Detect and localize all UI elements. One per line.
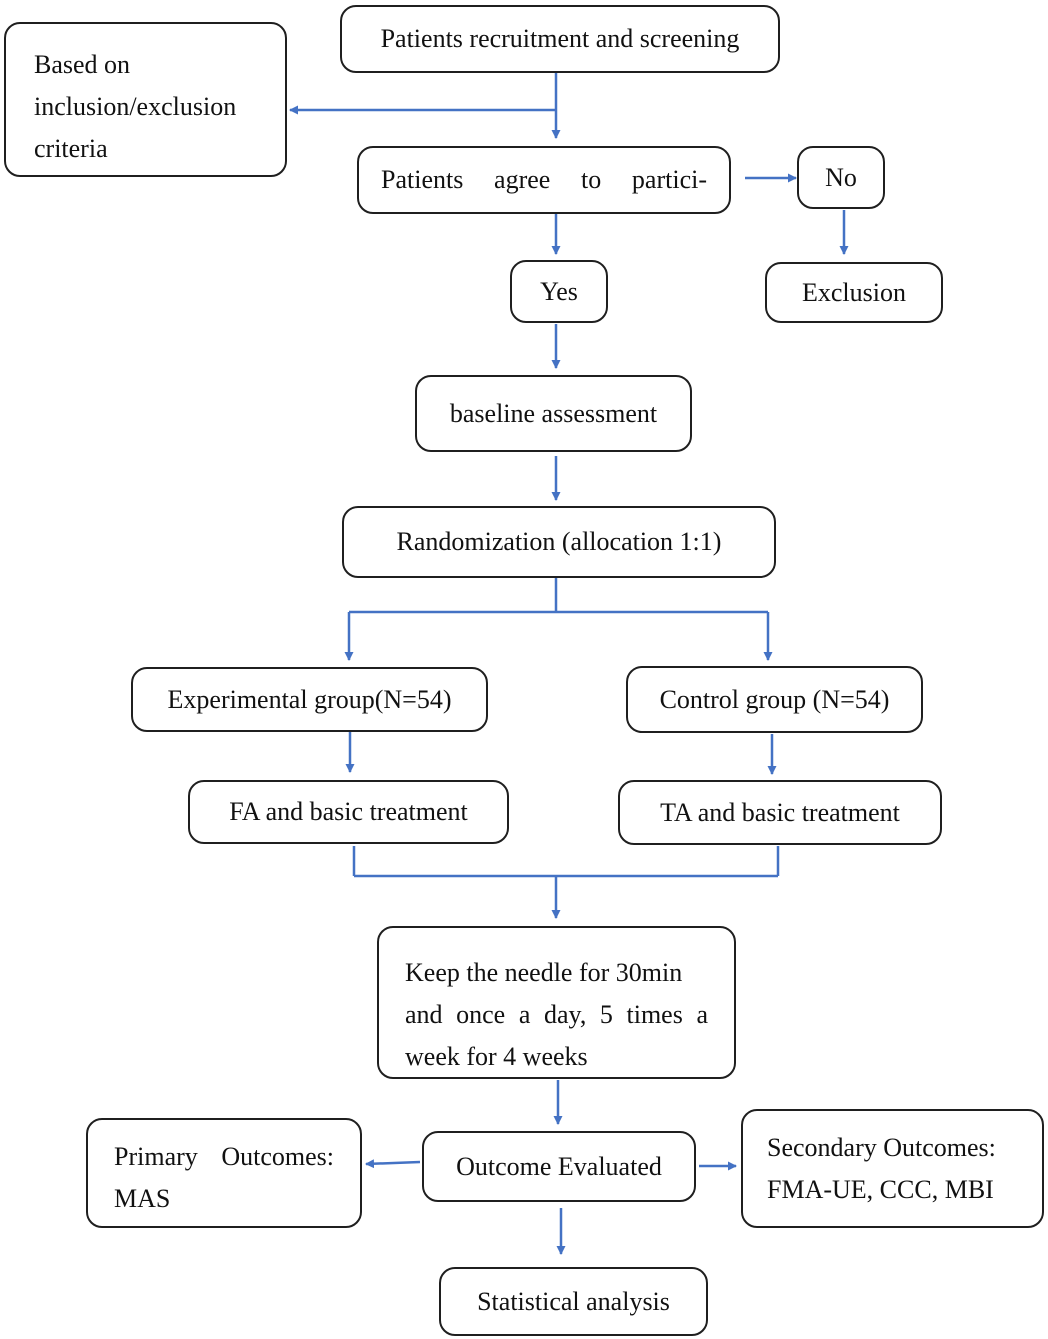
statistical-text: Statistical analysis [477,1286,670,1316]
agree-word-4: partici- [631,165,707,194]
no-text: No [825,162,857,192]
statistical-box: Statistical analysis [439,1267,708,1336]
secondary-line-1: Secondary Outcomes: [767,1133,996,1162]
needle-line-3: week for 4 weeks [405,1042,588,1071]
fa-box: FA and basic treatment [188,780,509,844]
needle-line-1: Keep the needle for 30min [405,958,683,987]
criteria-line-1: Based on [34,50,131,79]
recruitment-box: Patients recruitment and screening [340,5,780,73]
primary-box: Primary Outcomes: MAS [86,1118,362,1228]
agree-word-1: Patients [381,165,464,194]
baseline-box: baseline assessment [415,375,692,452]
experimental-box: Experimental group(N=54) [131,667,488,732]
arrow-evaluated-to-primary [365,1159,421,1169]
evaluated-text: Outcome Evaluated [456,1151,662,1181]
randomization-text: Randomization (allocation 1:1) [396,527,722,556]
agree-box: Patients agree to partici- [357,146,731,214]
agree-word-2: agree [494,165,551,194]
primary-word-2: Outcomes: [221,1142,334,1171]
split-line [349,578,768,614]
needle-word-1: and [405,1000,443,1029]
agree-text: Patients agree to partici- [381,159,707,201]
exclusion-text: Exclusion [802,277,906,307]
needle-word-6: times [626,1000,683,1029]
ta-box: TA and basic treatment [618,780,942,845]
criteria-box: Based on inclusion/exclusion criteria [4,22,287,177]
needle-word-7: a [696,1000,708,1029]
criteria-line-2: inclusion/exclusion [34,92,237,121]
yes-box: Yes [510,260,608,323]
randomization-box: Randomization (allocation 1:1) [342,506,776,578]
secondary-box: Secondary Outcomes: FMA-UE, CCC, MBI [741,1109,1044,1228]
merge-line [352,846,780,878]
criteria-line-3: criteria [34,134,108,163]
fa-text: FA and basic treatment [229,797,468,826]
needle-box: Keep the needle for 30min and once a day… [377,926,736,1079]
control-box: Control group (N=54) [626,666,923,733]
control-text: Control group (N=54) [659,684,890,714]
needle-word-4: day, [543,1000,587,1029]
needle-word-5: 5 [599,1000,613,1029]
primary-line-2: MAS [114,1184,171,1213]
yes-text: Yes [540,276,578,306]
needle-word-2: once [456,1000,506,1029]
agree-word-3: to [581,165,602,194]
needle-word-3: a [518,1000,531,1029]
primary-word-1: Primary [114,1142,198,1171]
exclusion-box: Exclusion [765,262,943,323]
recruitment-text: Patients recruitment and screening [380,24,740,53]
baseline-text: baseline assessment [449,398,658,428]
ta-text: TA and basic treatment [660,797,900,827]
needle-line-2: and once a day, 5 times a [405,994,708,1036]
primary-line-1: Primary Outcomes: [114,1136,334,1178]
secondary-line-2: FMA-UE, CCC, MBI [767,1175,994,1204]
experimental-text: Experimental group(N=54) [167,684,452,714]
no-box: No [797,146,885,209]
evaluated-box: Outcome Evaluated [422,1131,696,1202]
